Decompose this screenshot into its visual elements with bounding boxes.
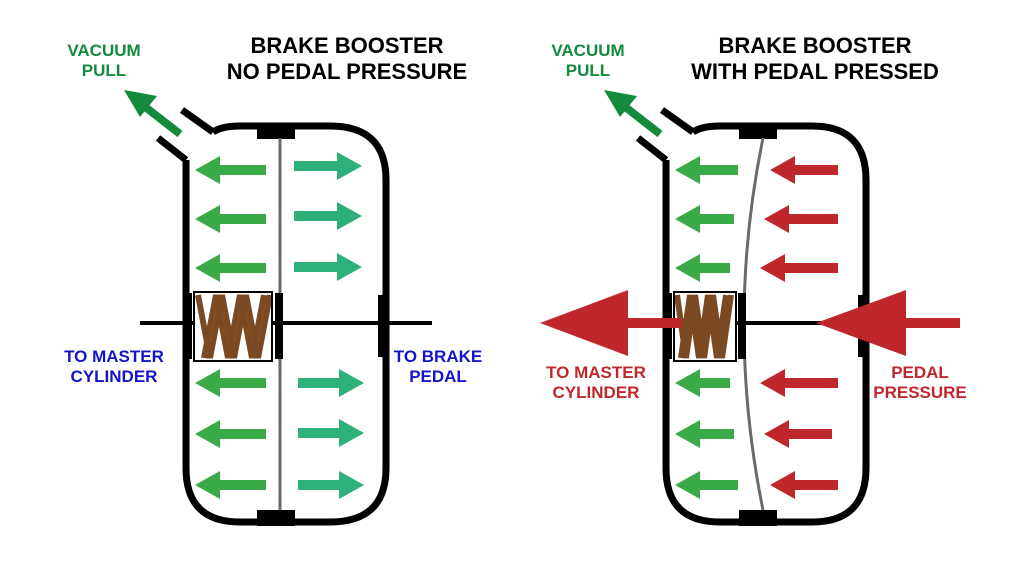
vacuum-arrow [298, 419, 364, 447]
vacuum-arrow [195, 471, 266, 499]
left-return-spring [193, 291, 273, 362]
left-vacuum-label-line2: PULL [82, 61, 126, 80]
right-bottom-clamp [739, 510, 777, 526]
vacuum-arrow [675, 156, 738, 184]
right-booster-diagram: BRAKE BOOSTER WITH PEDAL PRESSED VACUUM … [540, 33, 967, 526]
right-to-master-label-line2: CYLINDER [553, 383, 640, 402]
vacuum-arrow [675, 471, 738, 499]
vacuum-arrow [675, 420, 734, 448]
pressure-arrow [764, 205, 838, 233]
pedal-pressure-force-arrow [816, 290, 960, 356]
right-left-chamber-vacuum-arrows [675, 156, 738, 499]
pressure-arrow [770, 156, 838, 184]
right-vacuum-port [635, 107, 696, 163]
right-vacuum-label-line2: PULL [566, 61, 610, 80]
vacuum-arrow [298, 471, 364, 499]
right-booster-housing [662, 122, 870, 526]
right-return-spring-compressed [673, 291, 737, 362]
vacuum-arrow [675, 369, 730, 397]
left-booster-housing [182, 122, 390, 526]
pressure-arrow [764, 420, 832, 448]
pressure-arrow [760, 254, 838, 282]
atmospheric-pressure-arrows [760, 156, 838, 499]
vacuum-arrow [294, 253, 362, 281]
vacuum-arrow [298, 369, 364, 397]
left-to-pedal-label-line1: TO BRAKE [394, 347, 482, 366]
left-chamber-vacuum-arrows [195, 156, 266, 499]
vacuum-arrow [675, 205, 734, 233]
right-top-clamp [739, 123, 777, 139]
right-chamber-vacuum-arrows [294, 152, 364, 499]
vacuum-arrow [195, 369, 266, 397]
pressure-arrow [770, 471, 838, 499]
left-pedal-rod-plate [378, 295, 388, 357]
right-pedal-pressure-label-line2: PRESSURE [873, 383, 967, 402]
left-to-master-label-line2: CYLINDER [71, 367, 158, 386]
right-vacuum-label-line1: VACUUM [551, 41, 624, 60]
left-master-rod-plate [184, 293, 192, 359]
vacuum-arrow [195, 254, 266, 282]
left-to-pedal-label-line2: PEDAL [409, 367, 467, 386]
right-vacuum-pull-arrow [604, 90, 663, 138]
vacuum-arrow [294, 152, 362, 180]
left-to-master-label-line1: TO MASTER [64, 347, 164, 366]
vacuum-arrow [195, 156, 266, 184]
pressure-arrow [760, 369, 838, 397]
left-vacuum-pull-arrow [124, 90, 183, 138]
left-diaphragm-plate [275, 293, 283, 359]
right-title-line1: BRAKE BOOSTER [718, 33, 911, 58]
right-diaphragm-plate [738, 293, 746, 359]
left-title-line1: BRAKE BOOSTER [250, 33, 443, 58]
left-bottom-clamp [257, 510, 295, 526]
right-title-line2: WITH PEDAL PRESSED [691, 59, 939, 84]
right-to-master-label-line1: TO MASTER [546, 363, 646, 382]
left-title-line2: NO PEDAL PRESSURE [227, 59, 467, 84]
vacuum-arrow [675, 254, 730, 282]
left-vacuum-port [155, 107, 216, 163]
vacuum-arrow [195, 205, 266, 233]
left-top-clamp [257, 123, 295, 139]
master-cylinder-force-arrow [540, 290, 682, 356]
vacuum-arrow [195, 420, 266, 448]
vacuum-arrow [294, 202, 362, 230]
left-vacuum-label-line1: VACUUM [67, 41, 140, 60]
right-pedal-pressure-label-line1: PEDAL [891, 363, 949, 382]
left-booster-diagram: BRAKE BOOSTER NO PEDAL PRESSURE VACUUM P… [64, 33, 482, 526]
